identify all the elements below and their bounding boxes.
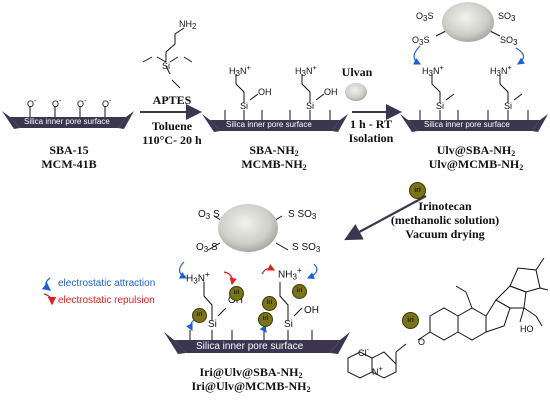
- final-so3-1: O3 S: [198, 209, 220, 221]
- ulvan-particle-top: [442, 2, 494, 42]
- ulvan-so3-4: SO3: [500, 35, 518, 47]
- amine-oh-1: OH: [258, 87, 272, 97]
- silanol-o4: O-: [102, 96, 112, 109]
- amine-material-label: SBA-NH2 MCMB-NH2: [214, 143, 334, 173]
- start-line1: SBA-15: [49, 143, 89, 157]
- reaction-arrow-3: [344, 195, 427, 241]
- amine-nh3-1: H3N+: [229, 63, 251, 78]
- silica-surface-amine: [202, 74, 348, 132]
- drug-loading-label: Irinotecan (methanolic solution) Vacuum …: [386, 199, 504, 241]
- iri-badge-molecule: iri: [402, 312, 419, 329]
- amine-nh3-2: H3N+: [295, 63, 317, 78]
- ulvan-si-1: Si: [436, 101, 445, 111]
- reagent1-label: APTES: [152, 93, 192, 107]
- reagent2-label: Ulvan: [341, 65, 373, 79]
- legend-repulsion: electrostatic repulsion: [58, 295, 155, 306]
- legend-attraction: electrostatic attraction: [58, 278, 156, 289]
- amine-line1: SBA-NH2: [249, 143, 299, 158]
- final-nh3-2: NH3+: [278, 265, 302, 282]
- ulvan-nh3-2: H3N+: [490, 63, 512, 78]
- amine-line2: MCMB-NH2: [241, 157, 307, 173]
- ulvan-line2: Ulv@MCMB-NH2: [428, 157, 524, 173]
- iri-badge-1: iri: [229, 286, 244, 301]
- surface-text-amine: Silica inner pore surface: [226, 120, 312, 129]
- iri-badge-5: iri: [258, 312, 273, 327]
- surface-text-final: Silica inner pore surface: [196, 341, 304, 352]
- condition2-step: Isolation: [348, 130, 394, 145]
- final-so3-4: S SO3: [292, 242, 321, 254]
- start-line2: MCM-41B: [41, 156, 97, 171]
- surface-text-start: Silica inner pore surface: [24, 117, 110, 126]
- amine-oh-2: OH: [324, 87, 338, 97]
- condition1-label: Toluene 110°C- 20 h: [136, 119, 208, 148]
- drug-step: Vacuum drying: [405, 226, 485, 241]
- final-nh3-1: H3N+: [186, 269, 210, 286]
- silica-surface-final: [164, 204, 350, 354]
- final-si-1: Si: [208, 319, 217, 330]
- final-oh-2: OH: [304, 305, 319, 316]
- iri-chloride: Cl-: [358, 345, 369, 358]
- ulvan-so3-3: O3S: [412, 35, 430, 47]
- ulvan-material-label: Ulv@SBA-NH2 Ulv@MCMB-NH2: [412, 143, 540, 173]
- amine-si-2: Si: [306, 101, 315, 111]
- silanol-o3: O-: [77, 96, 87, 109]
- silanol-o2: O-: [52, 96, 62, 109]
- condition2-time: 1 h - RT: [350, 117, 392, 131]
- condition1-temp: 110°C- 20 h: [142, 132, 202, 147]
- silica-surface-ulvan: [400, 2, 548, 132]
- condition2-label: 1 h - RT Isolation: [338, 117, 404, 146]
- final-so3-2: S SO3: [288, 209, 317, 221]
- iri-o-ester: O: [418, 337, 426, 347]
- legend-repulsion-arrow: [43, 293, 57, 306]
- ulvan-so3-2: SO3: [498, 11, 516, 23]
- final-line1: Iri@Ulv@SBA-NH2: [199, 365, 303, 380]
- iri-badge-3: iri: [292, 284, 307, 299]
- aptes-structure: [142, 27, 193, 89]
- silica-surface-start: [2, 106, 134, 129]
- silanol-o1: O-: [27, 96, 37, 109]
- ulvan-si-2: Si: [504, 101, 513, 111]
- iri-ho: HO: [520, 324, 534, 334]
- iri-badge-2: iri: [262, 296, 277, 311]
- ulvan-particle-final: [218, 204, 278, 252]
- final-si-2: Si: [284, 319, 293, 330]
- irinotecan-structure: [347, 257, 549, 379]
- drug-solution: (methanolic solution): [390, 212, 500, 227]
- condition1-solvent: Toluene: [151, 119, 193, 133]
- ulvan-nh3-1: H3N+: [422, 63, 444, 78]
- iri-badge-legend: iri: [409, 182, 426, 199]
- amine-si-1: Si: [240, 101, 249, 111]
- ulvan-so3-1: O3S: [416, 11, 434, 23]
- aptes-nh2: NH2: [179, 19, 197, 31]
- iri-badge-4: iri: [192, 308, 207, 323]
- final-so3-3: O3 S: [196, 242, 218, 254]
- start-material-label: SBA-15 MCM-41B: [14, 143, 124, 172]
- legend-attraction-arrow: [41, 277, 52, 291]
- drug-name: Irinotecan: [418, 199, 472, 213]
- aptes-si: Si: [162, 61, 171, 71]
- iri-nh-plus: N+: [372, 364, 383, 377]
- ulvan-line1: Ulv@SBA-NH2: [436, 143, 516, 158]
- ulvan-particle-small: [345, 83, 367, 101]
- final-material-label: Iri@Ulv@SBA-NH2 Iri@Ulv@MCMB-NH2: [176, 365, 326, 395]
- surface-text-ulvan: Silica inner pore surface: [424, 120, 510, 129]
- final-line2: Iri@Ulv@MCMB-NH2: [191, 379, 311, 395]
